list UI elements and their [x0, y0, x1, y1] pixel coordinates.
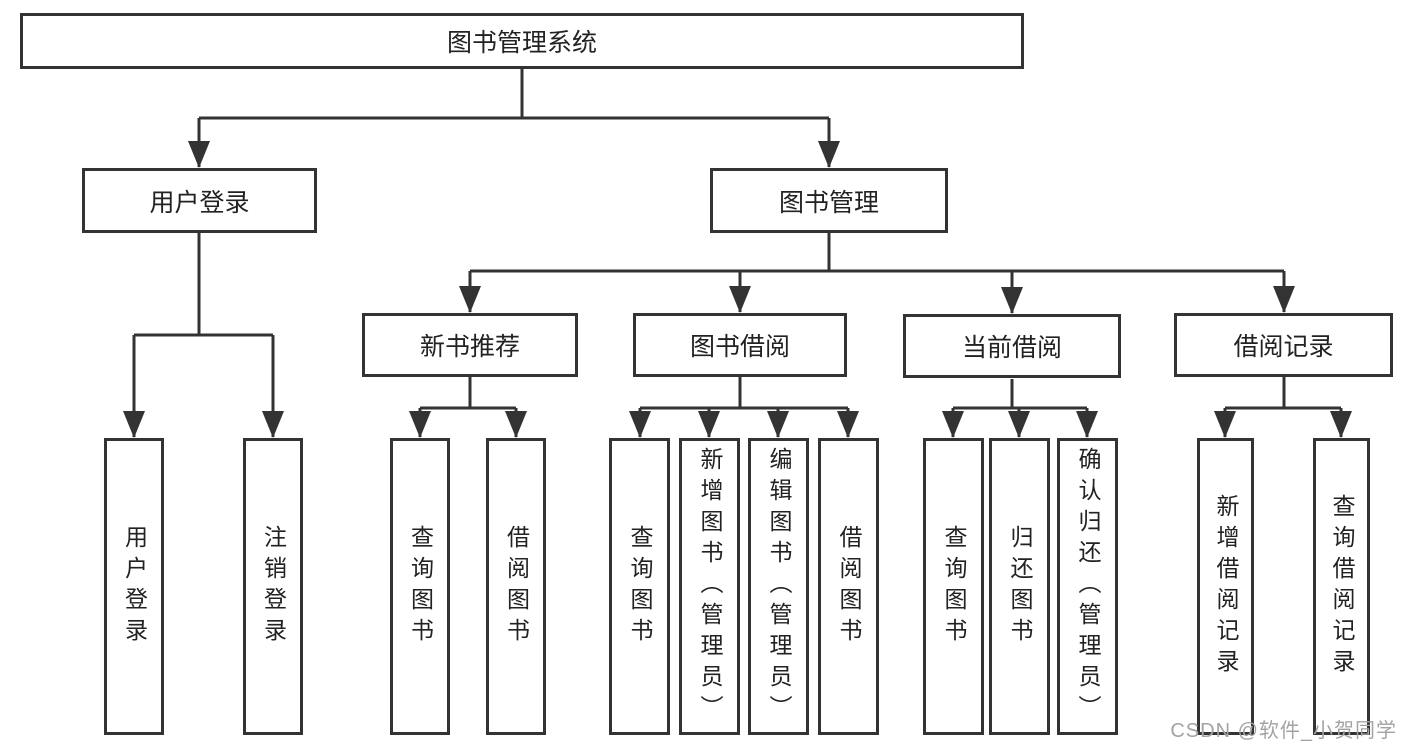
leaf-add-borrow-record: 新增借阅记录: [1197, 438, 1254, 735]
leaf-query-books-current: 查询图书: [923, 438, 984, 735]
node-user-login: 用户登录: [82, 168, 317, 233]
node-book-borrowing: 图书借阅: [633, 313, 847, 377]
leaf-borrow-books-newbook-label: 借阅图书: [503, 524, 530, 649]
leaf-add-books-admin-label: 新增图书（管理员）: [697, 447, 723, 726]
leaf-add-books-admin: 新增图书（管理员）: [679, 438, 740, 735]
leaf-query-books-borrowing: 查询图书: [609, 438, 670, 735]
leaf-add-borrow-record-label: 新增借阅记录: [1213, 493, 1239, 680]
node-book-management: 图书管理: [710, 168, 948, 233]
node-borrowing-records: 借阅记录: [1174, 313, 1393, 377]
leaf-return-books-label: 归还图书: [1007, 524, 1033, 649]
leaf-query-borrow-record: 查询借阅记录: [1313, 438, 1370, 735]
leaf-user-login-label: 用户登录: [121, 524, 148, 649]
leaf-query-books-borrowing-label: 查询图书: [627, 524, 653, 649]
leaf-return-books: 归还图书: [989, 438, 1050, 735]
node-current-borrowing: 当前借阅: [903, 314, 1121, 378]
leaf-confirm-return-admin-label: 确认归还（管理员）: [1075, 447, 1101, 726]
leaf-borrow-books-borrowing-label: 借阅图书: [836, 524, 862, 649]
node-library-management-system: 图书管理系统: [20, 13, 1024, 69]
leaf-confirm-return-admin: 确认归还（管理员）: [1057, 438, 1118, 735]
leaf-query-borrow-record-label: 查询借阅记录: [1329, 493, 1355, 680]
leaf-logout-label: 注销登录: [260, 524, 287, 649]
leaf-logout: 注销登录: [243, 438, 303, 735]
leaf-borrow-books-borrowing: 借阅图书: [818, 438, 879, 735]
node-new-book-recommend: 新书推荐: [362, 313, 578, 377]
leaf-edit-books-admin-label: 编辑图书（管理员）: [766, 447, 792, 726]
leaf-query-books-newbook: 查询图书: [390, 438, 450, 735]
leaf-edit-books-admin: 编辑图书（管理员）: [748, 438, 809, 735]
leaf-user-login: 用户登录: [104, 438, 164, 735]
leaf-query-books-current-label: 查询图书: [941, 524, 967, 649]
csdn-watermark: CSDN @软件_小贺同学: [1170, 720, 1397, 742]
leaf-borrow-books-newbook: 借阅图书: [486, 438, 546, 735]
leaf-query-books-newbook-label: 查询图书: [407, 524, 434, 649]
